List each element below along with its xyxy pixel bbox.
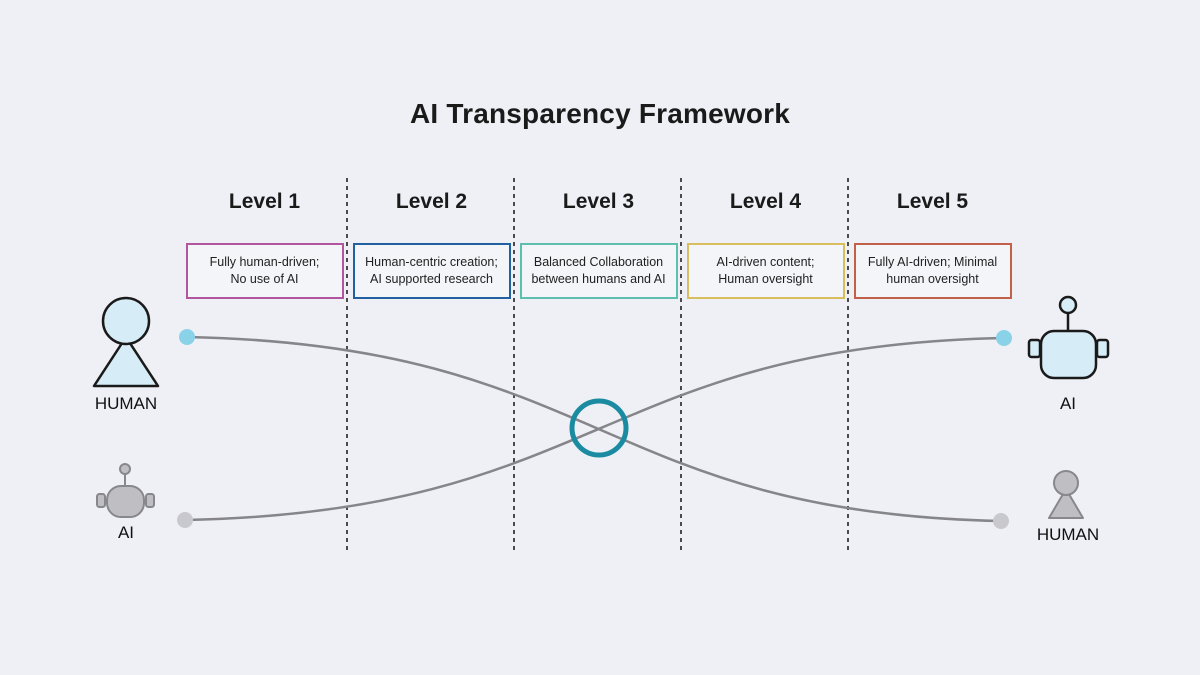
level-2-description-line1: Human-centric creation; (365, 255, 498, 269)
level-3-description-line2: between humans and AI (531, 272, 666, 286)
human-figure-right (1048, 470, 1084, 519)
level-2-description-line2: AI supported research (370, 272, 493, 286)
level-4-column: Level 4 AI-driven content; Human oversig… (682, 190, 849, 299)
level-5-description-line2: human oversight (886, 272, 979, 286)
divider-1 (346, 178, 348, 553)
level-3-header: Level 3 (562, 190, 635, 213)
ai-label-right: AI (1059, 394, 1077, 413)
level-1-description-line1: Fully human-driven; (209, 255, 320, 269)
ai-end-dot (996, 330, 1012, 346)
ai-start-dot (177, 512, 193, 528)
ai-label-left: AI (117, 523, 135, 542)
divider-2 (513, 178, 515, 553)
level-2-box: Human-centric creation; AI supported res… (352, 243, 511, 299)
level-4-description-line1: AI-driven content; (716, 255, 815, 269)
level-4-description-line2: Human oversight (718, 272, 813, 286)
divider-4 (847, 178, 849, 553)
level-2-column: Level 2 Human-centric creation; AI suppo… (348, 190, 515, 299)
level-3-description-line1: Balanced Collaboration (533, 255, 664, 269)
human-involvement-curve (186, 335, 1002, 523)
level-1-description-line2: No use of AI (230, 272, 299, 286)
human-end-dot (993, 513, 1009, 529)
level-5-column: Level 5 Fully AI-driven; Minimal human o… (849, 190, 1016, 299)
level-5-box: Fully AI-driven; Minimal human oversight (853, 243, 1012, 299)
human-figure-left (92, 296, 160, 388)
level-2-header: Level 2 (395, 190, 468, 213)
human-label-right: HUMAN (1036, 525, 1100, 544)
robot-figure-left (96, 463, 155, 518)
level-5-header: Level 5 (896, 190, 969, 213)
ai-involvement-curve (184, 336, 1005, 522)
human-start-dot (179, 329, 195, 345)
level-1-box: Fully human-driven; No use of AI (185, 243, 344, 299)
level-1-column: Level 1 Fully human-driven; No use of AI (181, 190, 348, 299)
level-3-column: Level 3 Balanced Collaboration between h… (515, 190, 682, 299)
robot-figure-right (1027, 295, 1110, 380)
level-4-header: Level 4 (729, 190, 802, 213)
crossover-ring (569, 398, 629, 458)
level-1-header: Level 1 (228, 190, 301, 213)
level-4-box: AI-driven content; Human oversight (686, 243, 845, 299)
human-label-left: HUMAN (94, 394, 158, 413)
level-5-description-line1: Fully AI-driven; Minimal (867, 255, 998, 269)
page-title: AI Transparency Framework (409, 98, 791, 129)
divider-3 (680, 178, 682, 553)
level-3-box: Balanced Collaboration between humans an… (519, 243, 678, 299)
